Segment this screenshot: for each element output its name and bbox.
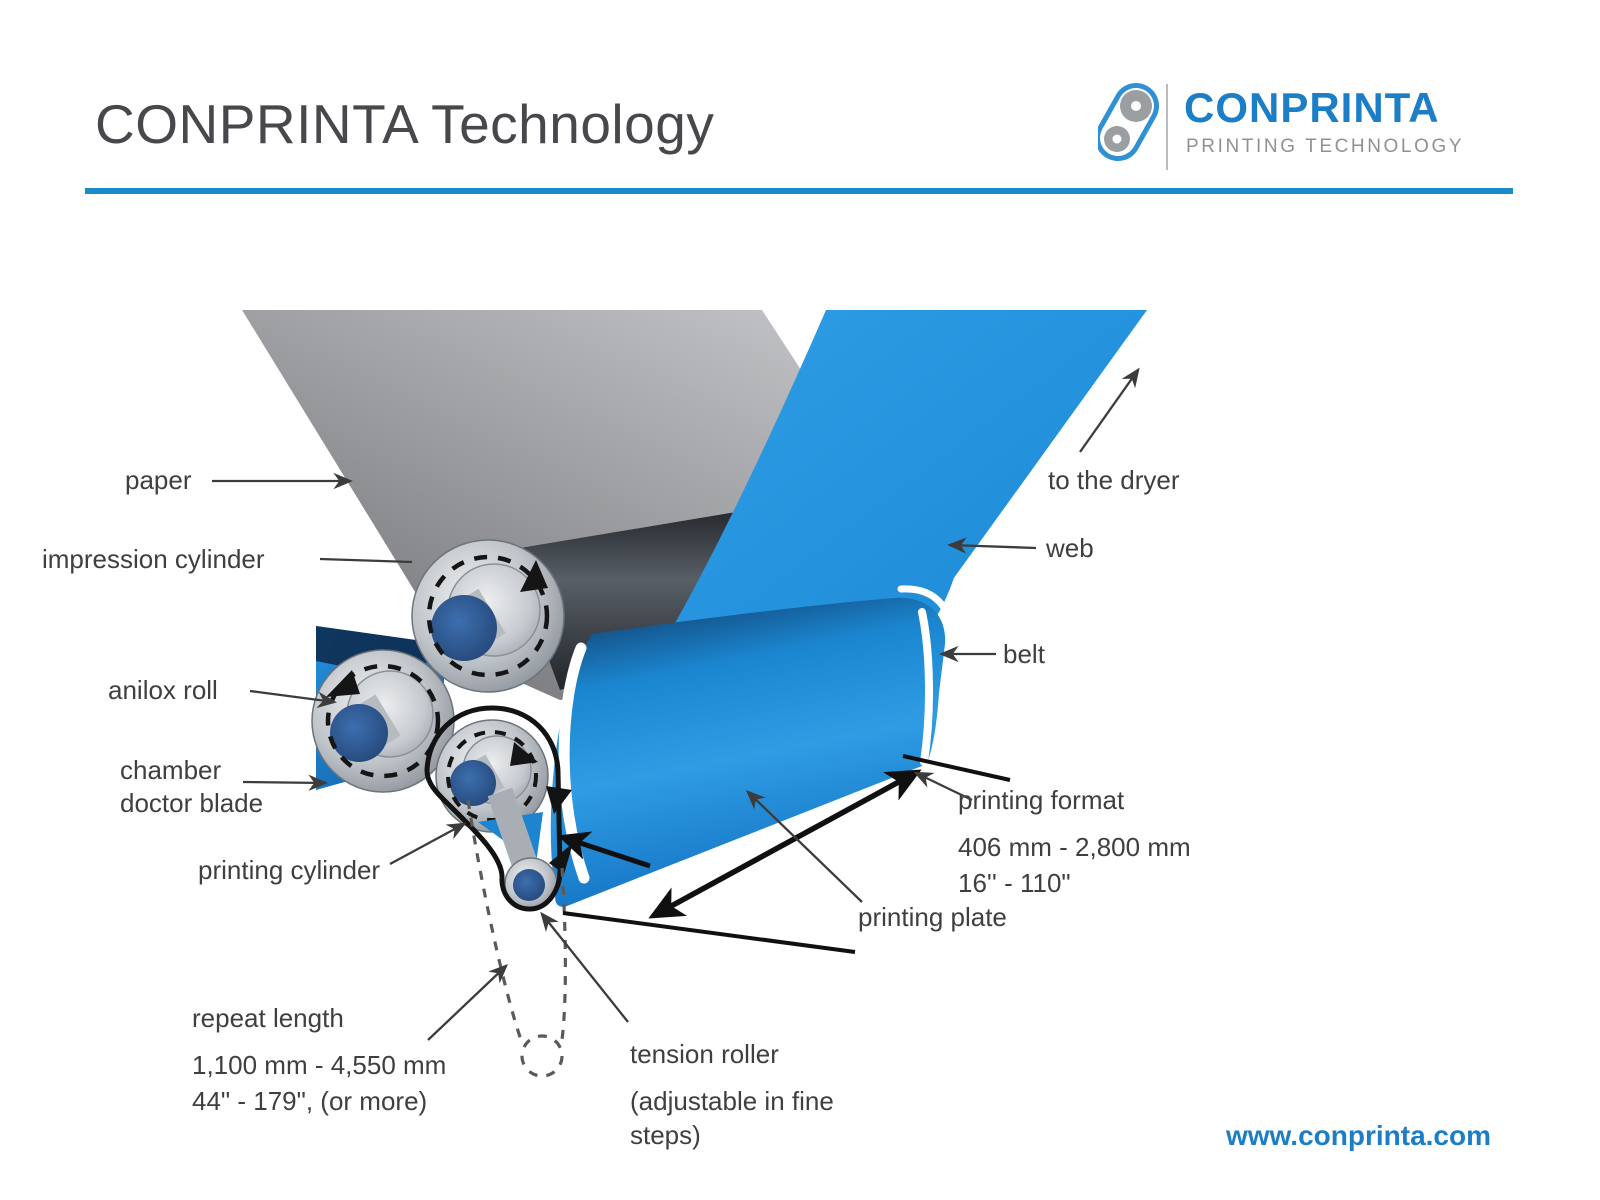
anilox-rotation-arrowhead [326,670,360,697]
impression-rotation-dashes [426,554,550,678]
to-the-dryer-leader [1079,367,1140,453]
printing-format-range-in: 16'' - 110" [958,867,1071,898]
printing-cylinder-label: printing cylinder [198,855,381,885]
paper-label: paper [125,465,192,495]
anilox-rotation-dashes [325,663,441,779]
chamber-doctor-blade-label: chamber doctor blade [120,755,264,819]
printing-plate-leader [745,789,863,903]
plate-belt-loop [424,705,563,912]
loop-direction-arrow [557,831,651,869]
tension-roller-title: tension roller [630,1039,779,1069]
printing-cylinder-leader [389,822,467,866]
tension-roller [504,857,558,911]
printing-format-leader [913,771,973,802]
web-label: web [1046,533,1094,563]
belt-label: belt [1003,639,1045,669]
repeat-length-dashed-outline [466,799,567,1078]
logo-tagline-text: PRINTING TECHNOLOGY [1186,136,1465,157]
repeat-length-range-in: 44" - 179", (or more) [192,1085,428,1116]
logo-divider [1166,84,1168,170]
web-leader [947,537,1037,554]
printing-plate-label: printing plate [858,902,1007,932]
page-title: CONPRINTA Technology [95,93,715,155]
printing-rotation-arrowhead [510,742,538,766]
loop-direction-arrowhead-down [546,786,572,814]
repeat-length-range-mm: 1,100 mm - 4,550 mm [192,1050,447,1081]
to-the-dryer-label: to the dryer [1048,465,1180,495]
repeat-length-title: repeat length [192,1003,344,1033]
belt-drive-logo-icon [1098,83,1159,161]
belt-right-stripe [918,608,934,766]
dimension-tick-left [562,911,856,954]
printing-format-dimension-arrow [648,769,922,919]
repeat-length-label: repeat length 1,100 mm - 4,550 mm 44" - … [192,1002,446,1118]
printing-format-title: printing format [958,785,1125,815]
website-url: www.conprinta.com [1226,1120,1491,1151]
tension-roller-note: (adjustable in fine steps) [630,1086,834,1150]
header-accent-rule [85,188,1513,194]
web-sheet [622,310,1150,710]
printing-format-label: printing format 406 mm - 2,800 mm 16'' -… [958,784,1191,900]
impression-cylinder-disc [411,539,565,693]
anilox-roll-leader [249,689,337,708]
repeat-length-leader [427,963,509,1041]
belt-top-edge-stripe [897,585,955,646]
chamber-doctor-blade-leader [242,774,328,792]
printing-format-range-mm: 406 mm - 2,800 mm [958,832,1191,863]
leader-lines [212,367,1140,1041]
dimension-tick-right [902,754,1011,782]
impression-cylinder-leader [319,557,413,564]
logo-brand-text: CONPRINTA [1184,84,1440,131]
anilox-roll [311,649,455,793]
belt-body [550,597,946,907]
impression-cylinder-label: impression cylinder [42,544,265,574]
anilox-roll-label: anilox roll [108,675,218,705]
tension-roller-label: tension roller (adjustable in fine steps… [630,1038,848,1152]
impression-rotation-arrowhead [520,560,548,592]
tension-roller-leader [540,911,629,1023]
